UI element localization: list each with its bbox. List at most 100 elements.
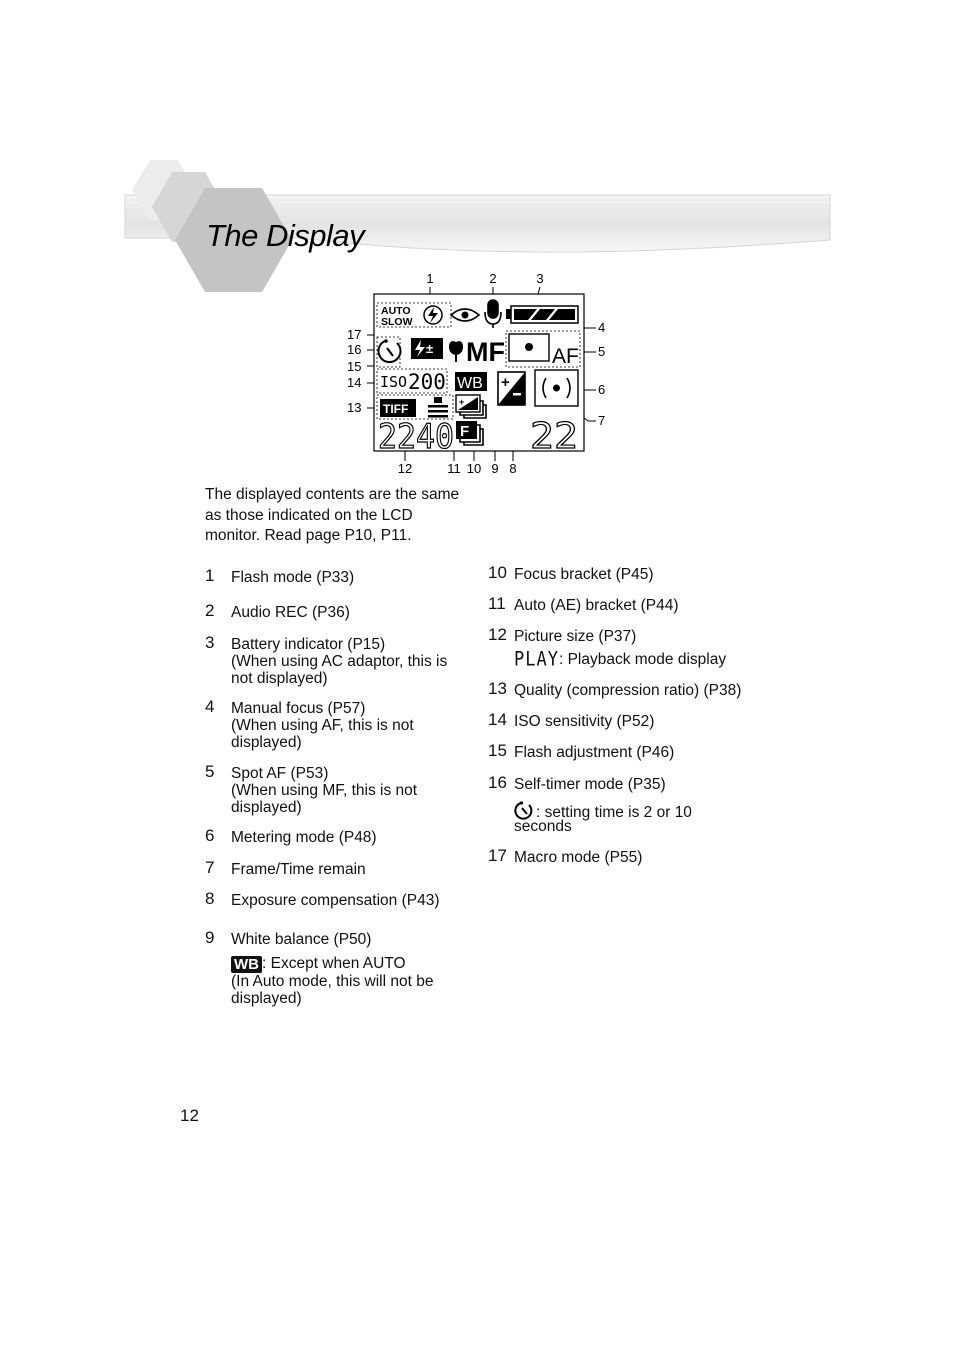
item-number: 10 (488, 563, 507, 582)
item-note-text: : Playback mode display (558, 651, 727, 668)
item-number: 11 (488, 594, 506, 613)
callout-1: 1 (426, 271, 433, 286)
quality-icon: TIFF (380, 399, 416, 417)
item-note: PLAY: Playback mode display (514, 648, 727, 672)
item-note: (In Auto mode, this will not be (231, 973, 434, 990)
item-label: Flash mode (P33) (231, 569, 355, 586)
item-number: 6 (205, 826, 215, 845)
item-number: 17 (488, 846, 507, 865)
item-note-text: : Except when AUTO (262, 955, 406, 972)
item-note: (When using AC adaptor, this is (231, 653, 448, 670)
item-label: Quality (compression ratio) (P38) (514, 682, 742, 699)
item-number: 14 (488, 710, 507, 729)
lcd-display-diagram: 1 2 3 4 5 6 7 8 9 10 11 12 13 14 15 16 1… (347, 271, 605, 476)
item-number: 3 (205, 633, 215, 652)
item-label: Exposure compensation (P43) (231, 892, 440, 909)
callout-7: 7 (598, 413, 605, 428)
svg-text:+: + (459, 397, 464, 407)
callout-10: 10 (467, 461, 481, 476)
lcd-mf: MF (466, 337, 505, 367)
item-label: Spot AF (P53) (231, 765, 329, 782)
intro-line: monitor. Read page P10, P11. (205, 527, 412, 544)
self-timer-icon (377, 339, 402, 364)
exposure-compensation-icon: + (497, 371, 526, 406)
item-number: 2 (205, 601, 215, 620)
svg-text:+: + (501, 374, 510, 391)
callout-15: 15 (347, 359, 361, 374)
wb-badge: WB (231, 956, 262, 973)
item-label: Manual focus (P57) (231, 700, 366, 717)
item-label: Auto (AE) bracket (P44) (514, 597, 679, 614)
item-number: 9 (205, 928, 215, 947)
lcd-iso-value: 200 (408, 370, 446, 394)
item-label: Frame/Time remain (231, 861, 366, 878)
callout-16: 16 (347, 342, 361, 357)
item-number: 4 (205, 697, 215, 716)
spot-af-icon (508, 333, 550, 362)
play-mode-glyph: PLAY (514, 648, 559, 672)
item-label: White balance (P50) (231, 931, 372, 948)
callout-12: 12 (398, 461, 412, 476)
intro-line: The displayed contents are the same (205, 486, 460, 503)
lcd-af: AF (552, 345, 579, 368)
item-number: 13 (488, 679, 507, 698)
red-eye-icon (449, 308, 481, 322)
callout-6: 6 (598, 382, 605, 397)
item-label: Battery indicator (P15) (231, 636, 386, 653)
item-note: (When using AF, this is not (231, 717, 414, 734)
intro-line: as those indicated on the LCD (205, 506, 413, 524)
callout-2: 2 (489, 271, 496, 286)
item-note: (When using MF, this is not (231, 782, 418, 799)
focus-bracket-icon: F (456, 421, 484, 446)
lcd-slow-label: SLOW (381, 316, 413, 328)
item-number: 5 (205, 762, 215, 781)
item-number: 15 (488, 741, 507, 760)
metering-icon (534, 369, 579, 407)
microphone-icon (484, 299, 502, 328)
item-label: Metering mode (P48) (231, 829, 377, 846)
item-label: Audio REC (P36) (231, 604, 350, 621)
item-note: displayed) (231, 990, 302, 1007)
page-number: 12 (180, 1106, 199, 1125)
callout-8: 8 (509, 461, 516, 476)
callout-11: 11 (447, 461, 461, 476)
svg-text:WB: WB (457, 375, 483, 392)
macro-icon (449, 341, 463, 362)
lcd-iso: ISO (380, 373, 407, 391)
item-note: : setting time is 2 or 10 (514, 800, 692, 821)
item-note: not displayed) (231, 670, 328, 687)
callout-3: 3 (536, 271, 543, 286)
item-note: displayed) (231, 799, 302, 816)
intro-paragraph: The displayed contents are the same as t… (205, 485, 475, 547)
callout-9: 9 (491, 461, 498, 476)
item-label: Focus bracket (P45) (514, 566, 654, 583)
quality-dots-icon (428, 397, 448, 418)
page-title: The Display (206, 218, 365, 253)
wb-icon: WB (455, 372, 487, 392)
callout-13: 13 (347, 400, 361, 415)
lcd-frames-remaining: 22 (530, 416, 578, 457)
callout-14: 14 (347, 375, 361, 390)
header-decoration (124, 160, 831, 292)
item-label: Flash adjustment (P46) (514, 744, 675, 761)
item-note: seconds (514, 818, 572, 835)
item-number: 7 (205, 858, 215, 877)
item-number: 12 (488, 625, 507, 644)
ae-bracket-icon: + (455, 394, 487, 419)
item-number: 16 (488, 773, 507, 792)
item-label: Macro mode (P55) (514, 849, 643, 866)
item-number: 8 (205, 889, 215, 908)
self-timer-icon (514, 801, 533, 820)
lcd-picture-size: 2240 (378, 417, 454, 457)
svg-text:TIFF: TIFF (383, 402, 408, 416)
item-note: WB: Except when AUTO (231, 955, 406, 973)
svg-text:F: F (460, 423, 469, 440)
flash-auto-icon (423, 305, 443, 325)
item-label: ISO sensitivity (P52) (514, 713, 655, 730)
item-note: displayed) (231, 734, 302, 751)
flash-adjust-icon: ± (411, 338, 443, 359)
callout-4: 4 (598, 320, 605, 335)
item-number: 1 (205, 566, 215, 585)
svg-text:±: ± (426, 341, 433, 356)
item-label: Picture size (P37) (514, 628, 637, 645)
